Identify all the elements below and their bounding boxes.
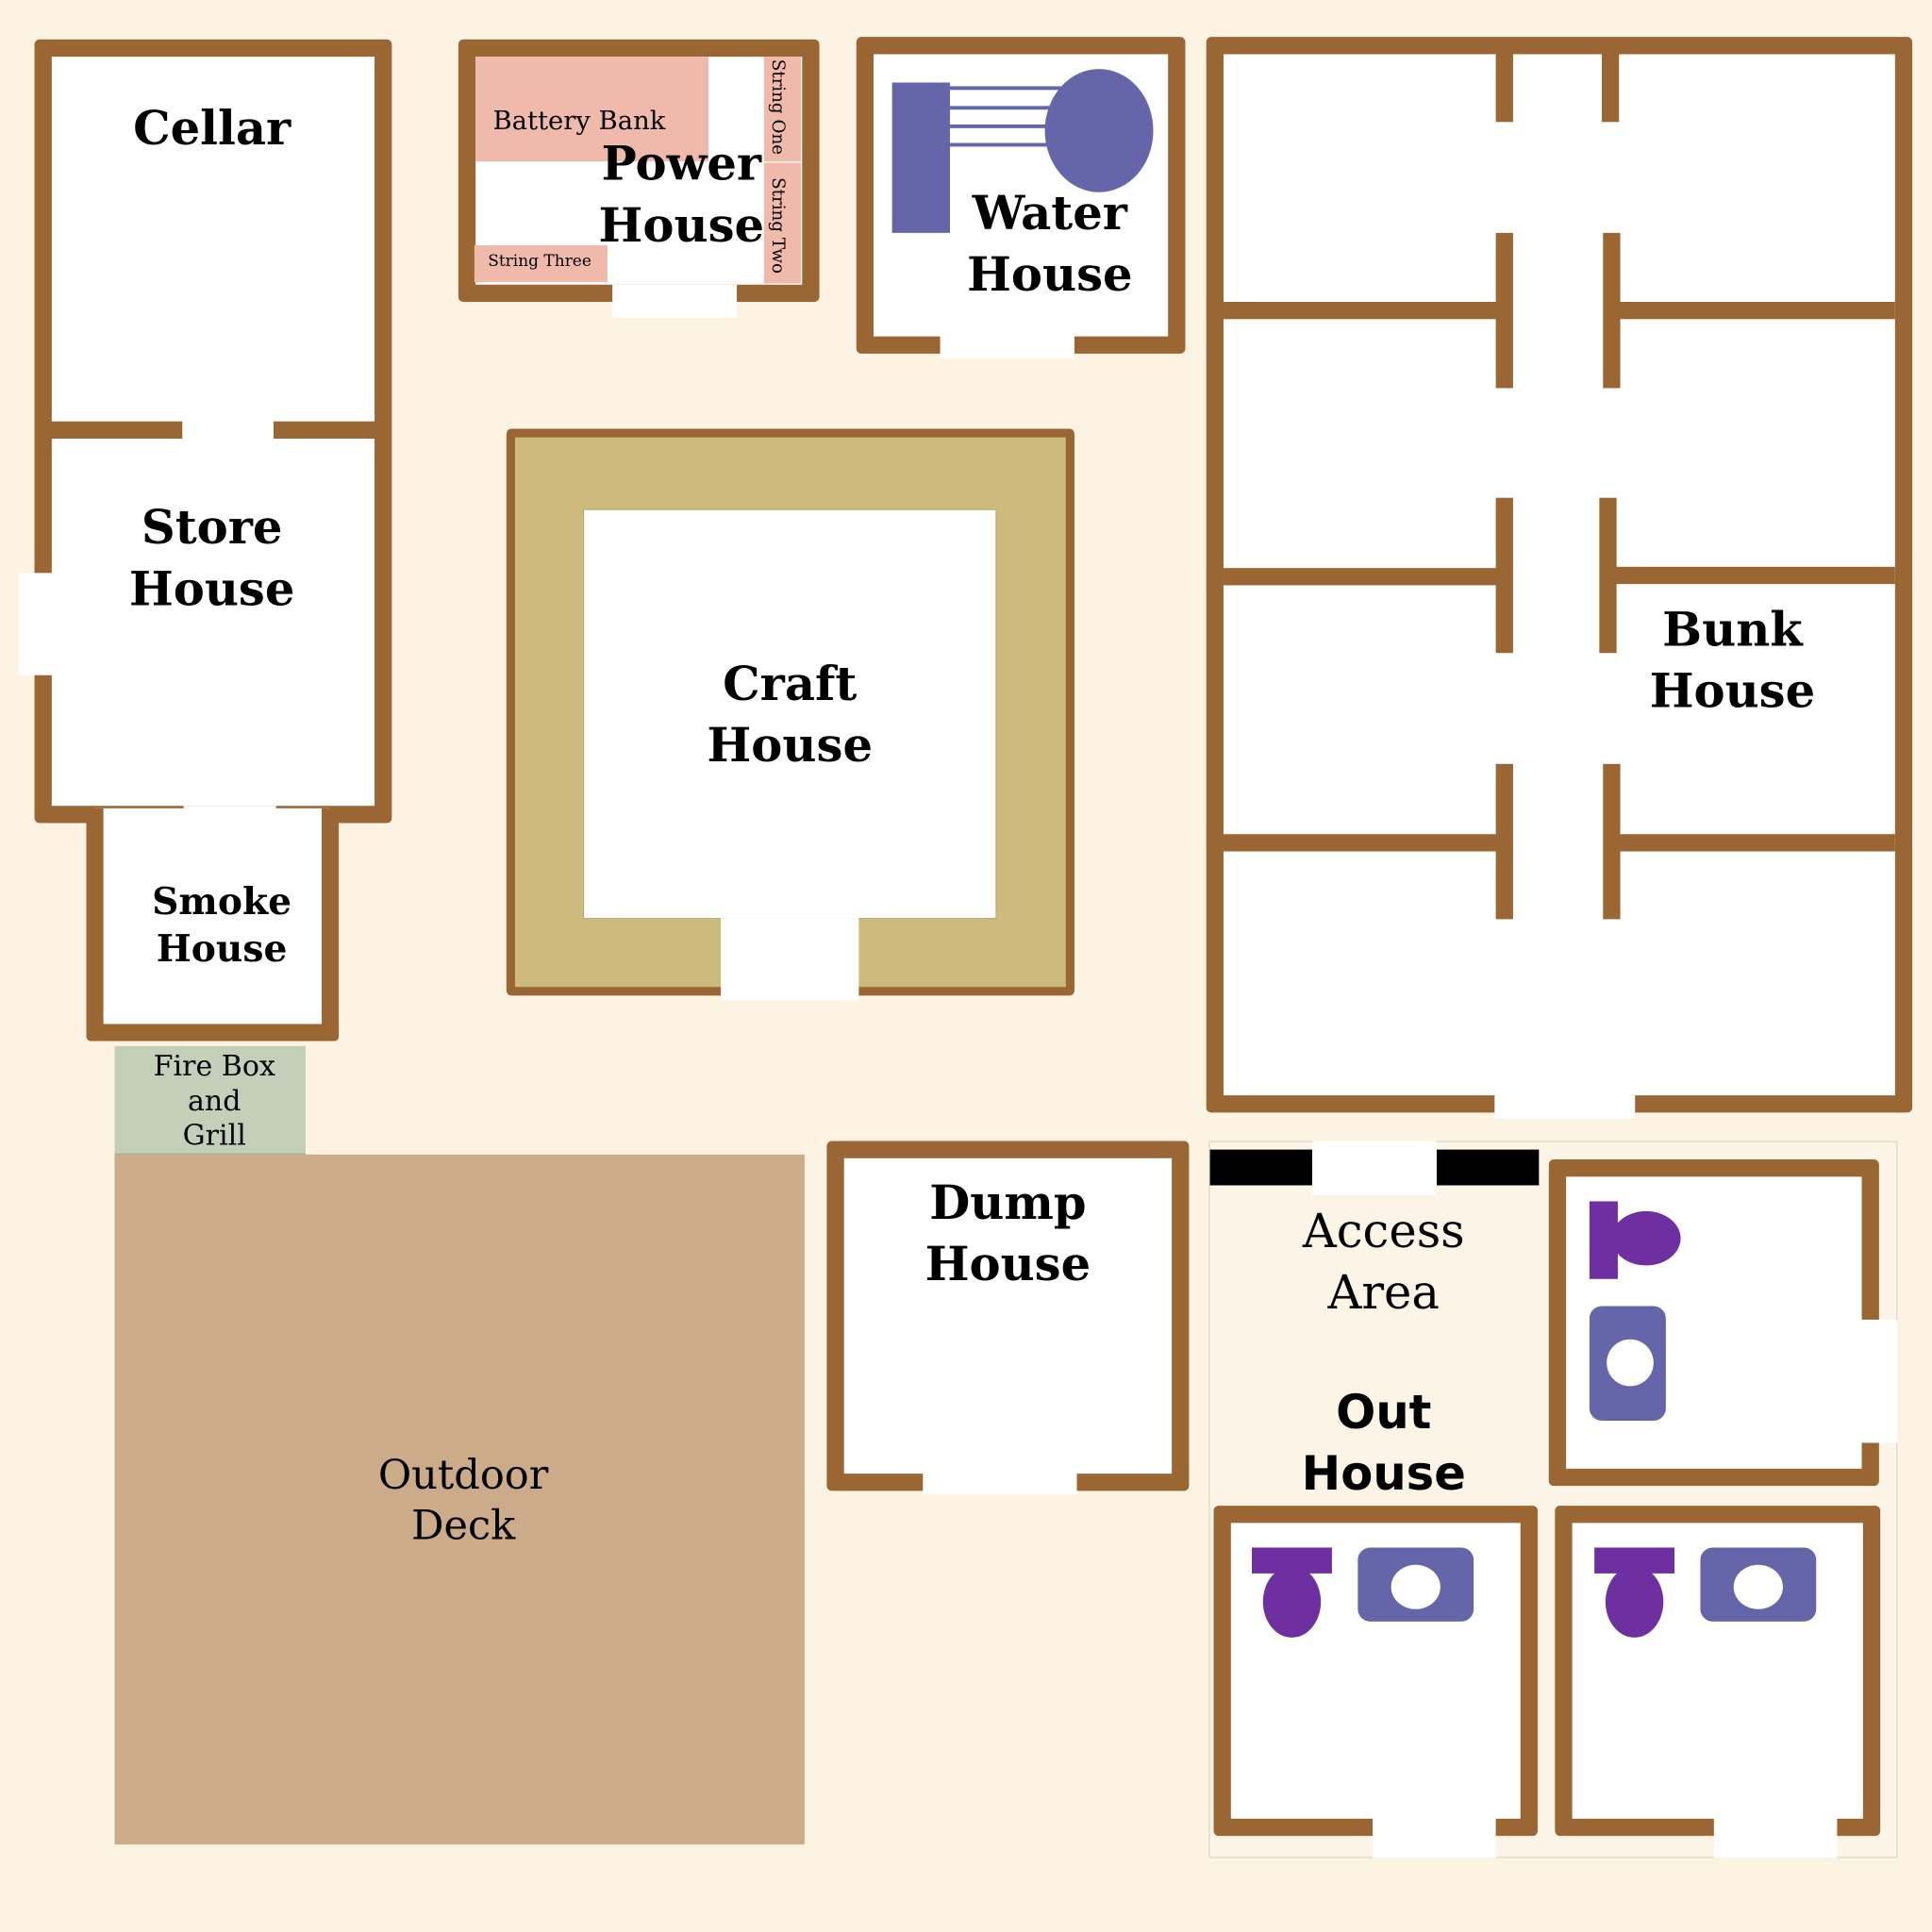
restroom-3-door[interactable] <box>1713 1817 1838 1858</box>
sink-basin <box>1733 1564 1783 1609</box>
pipe <box>950 86 1061 91</box>
pipe <box>950 106 1061 110</box>
bunk-wall <box>1603 763 1621 920</box>
out-house-label: Out House <box>1301 1385 1466 1501</box>
pipe <box>950 142 1061 147</box>
bunk-wall <box>1495 54 1513 123</box>
store-house-side-door[interactable] <box>18 573 54 675</box>
restroom-1-door[interactable] <box>1858 1319 1898 1443</box>
access-area-entrance[interactable] <box>1312 1141 1437 1195</box>
smoke-house-label: Smoke House <box>152 880 292 972</box>
pipe <box>950 124 1061 128</box>
water-house-label: Water House <box>967 184 1133 302</box>
string-one <box>763 57 801 162</box>
string-one-label: String One <box>767 58 788 156</box>
sink-basin <box>1607 1339 1654 1387</box>
bunk-wall <box>1223 834 1497 852</box>
toilet-bowl-icon <box>1605 1566 1664 1638</box>
cellar-door[interactable] <box>182 419 274 441</box>
bunk-wall <box>1615 566 1895 585</box>
water-tank <box>891 82 951 233</box>
outdoor-deck <box>114 1154 805 1845</box>
bunk-wall <box>1495 497 1513 654</box>
bunk-wall <box>1619 834 1895 852</box>
power-house-label: Power House <box>598 135 765 253</box>
string-two-label: String Two <box>767 177 788 275</box>
fire-box-grill <box>114 1045 306 1157</box>
toilet-bowl-icon <box>1611 1210 1681 1266</box>
battery-bank <box>475 57 709 162</box>
outdoor-deck-label: Outdoor Deck <box>377 1450 549 1549</box>
dump-house-label: Dump House <box>924 1174 1091 1291</box>
restroom-2-door[interactable] <box>1373 1817 1496 1858</box>
smoke-house-door[interactable] <box>183 808 276 826</box>
access-wall <box>1436 1149 1540 1186</box>
fire-box-label: Fire Box and Grill <box>153 1051 275 1153</box>
toilet-bowl-icon <box>1262 1566 1322 1638</box>
bunk-house-label: Bunk House <box>1649 601 1816 719</box>
bunk-wall <box>1495 232 1513 389</box>
craft-house-interior <box>582 508 997 920</box>
power-house-door[interactable] <box>612 284 738 318</box>
bunk-wall <box>1601 54 1620 123</box>
water-cistern <box>1044 69 1154 192</box>
dump-house <box>826 1141 1190 1491</box>
craft-house-door[interactable] <box>721 918 859 1001</box>
bunk-house-door[interactable] <box>1494 1093 1636 1119</box>
water-house-door[interactable] <box>940 335 1074 359</box>
sink-basin <box>1391 1564 1441 1609</box>
bunk-wall <box>1599 497 1617 654</box>
string-three <box>474 244 608 283</box>
craft-house-label: Craft House <box>707 655 874 773</box>
access-area-label: Access Area <box>1302 1204 1465 1320</box>
bunk-wall <box>1603 232 1621 389</box>
store-house-label: Store House <box>128 498 295 617</box>
smoke-house <box>86 808 340 1041</box>
bunk-wall <box>1495 763 1513 920</box>
battery-bank-label: Battery Bank <box>492 106 666 136</box>
access-wall <box>1209 1149 1313 1186</box>
dump-house-door[interactable] <box>923 1472 1077 1495</box>
bunk-wall <box>1223 568 1497 586</box>
bunk-wall <box>1223 301 1497 320</box>
string-two <box>763 162 801 284</box>
bunk-wall <box>1619 301 1895 320</box>
string-three-label: String Three <box>488 252 591 272</box>
cellar-label: Cellar <box>133 99 291 156</box>
